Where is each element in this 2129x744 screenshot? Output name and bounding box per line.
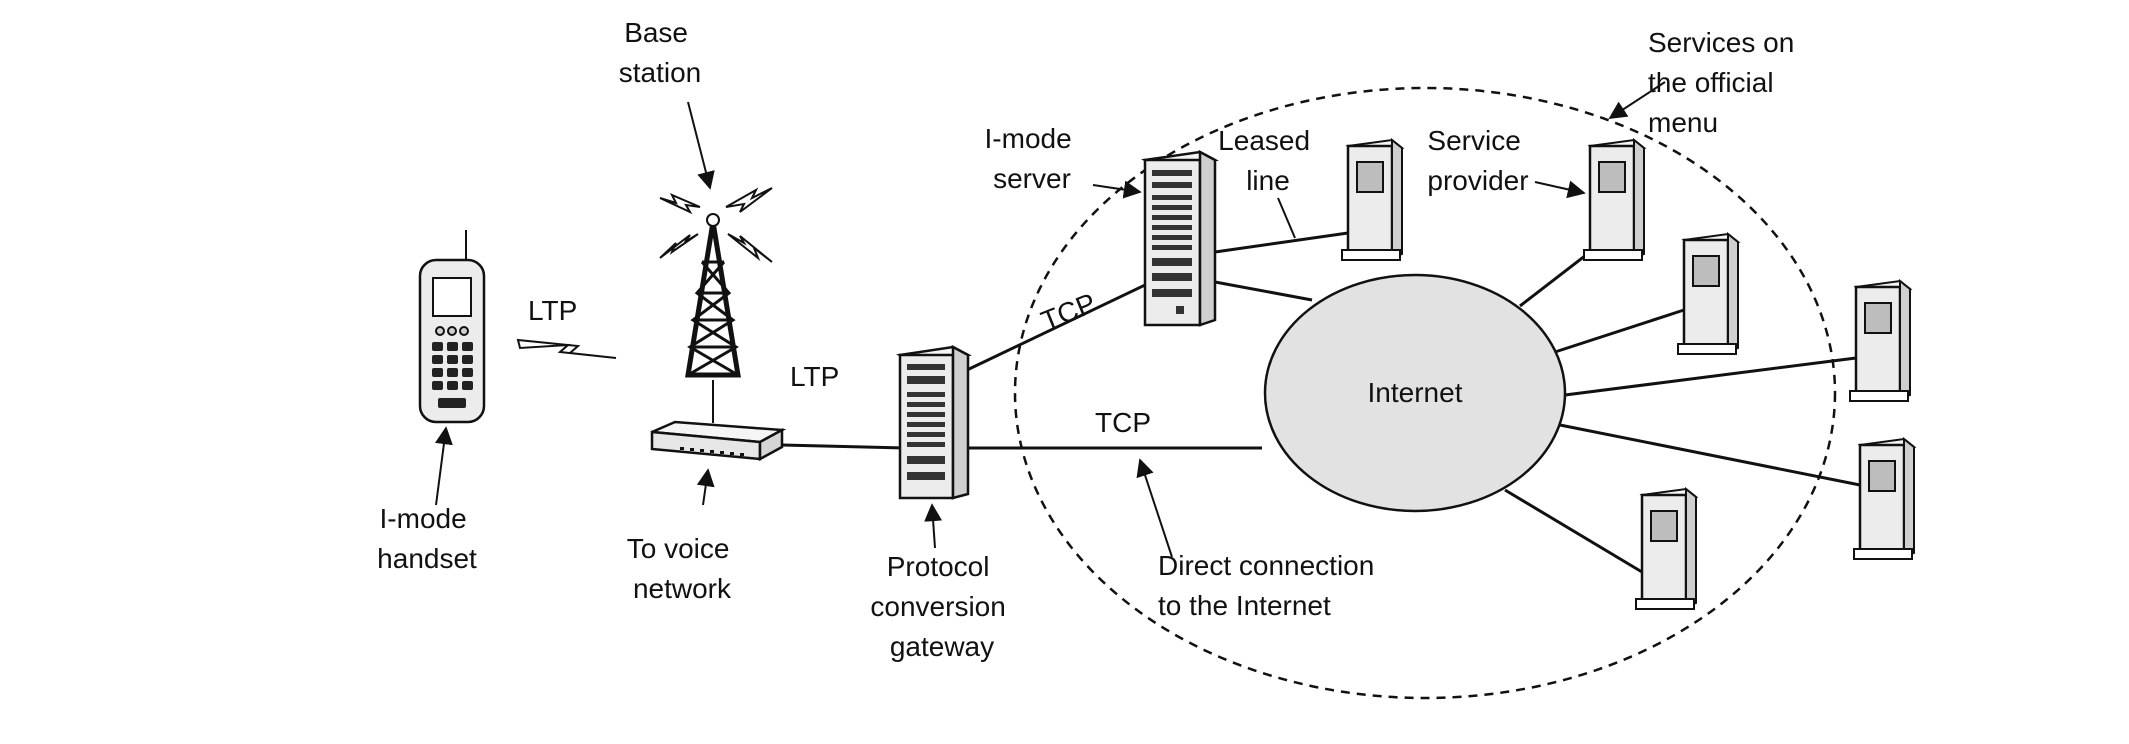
- provider-terminal-5: [1635, 486, 1699, 610]
- connection-lines: [712, 231, 1861, 574]
- service-provider-terminal: [1583, 137, 1647, 261]
- official-menu-boundary: [1013, 86, 1837, 700]
- voice-network-label: To voice network: [627, 533, 738, 604]
- tcp-gateway-to-server: [966, 283, 1146, 372]
- leased-line-link: [1214, 231, 1349, 254]
- internet-to-provider-4: [1559, 423, 1861, 487]
- ltp-wireless-label: LTP: [528, 295, 577, 326]
- ltp-wired-label: LTP: [790, 361, 839, 392]
- wired-ltp-link: [781, 443, 906, 450]
- internet-label: Internet: [1368, 377, 1463, 408]
- pointer-arrows: [434, 81, 1666, 558]
- internet-to-provider-1: [1519, 250, 1591, 308]
- base-station-tower: [659, 187, 773, 378]
- server-to-internet-link: [1214, 280, 1313, 302]
- imode-server-label: I-mode server: [985, 123, 1080, 194]
- protocol-conversion-gateway: [896, 344, 972, 500]
- wireless-link-icon: [516, 338, 617, 359]
- radio-wave-icons: [659, 187, 773, 263]
- tcp-lower-label: TCP: [1095, 407, 1151, 438]
- internet-to-provider-3: [1564, 356, 1857, 397]
- i-mode-handset: [418, 230, 486, 424]
- official-menu-label: Services on the official menu: [1648, 27, 1802, 138]
- service-provider-label: Service provider: [1427, 125, 1528, 196]
- leased-line-label: Leased line: [1218, 125, 1318, 196]
- handset-label: I-mode handset: [377, 503, 477, 574]
- provider-terminal-2: [1677, 231, 1741, 355]
- internet-to-provider-5: [1504, 488, 1643, 574]
- internet-to-provider-2: [1554, 308, 1685, 354]
- i-mode-server: [1141, 149, 1219, 327]
- gateway-label: Protocol conversion gateway: [870, 551, 1013, 662]
- base-station-label: Base station: [619, 17, 702, 88]
- leased-line-provider: [1341, 137, 1405, 261]
- base-station-unit: [650, 420, 787, 462]
- provider-terminal-4: [1853, 436, 1917, 560]
- provider-terminal-3: [1849, 278, 1913, 402]
- direct-connection-label: Direct connection to the Internet: [1158, 550, 1382, 621]
- tcp-upper-label: TCP: [1037, 287, 1101, 337]
- internet-cloud: [1263, 273, 1567, 513]
